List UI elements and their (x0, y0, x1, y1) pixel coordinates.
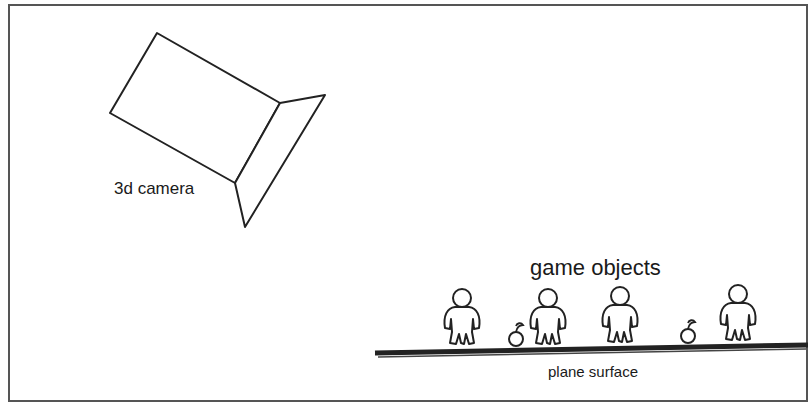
frame-border (9, 5, 807, 401)
group-label: game objects (530, 256, 661, 280)
game-object-figures (444, 285, 755, 346)
plane-surface-line (375, 345, 808, 357)
camera-drawing (110, 33, 325, 227)
surface-label: plane surface (548, 364, 638, 381)
camera-label: 3d camera (114, 180, 194, 199)
